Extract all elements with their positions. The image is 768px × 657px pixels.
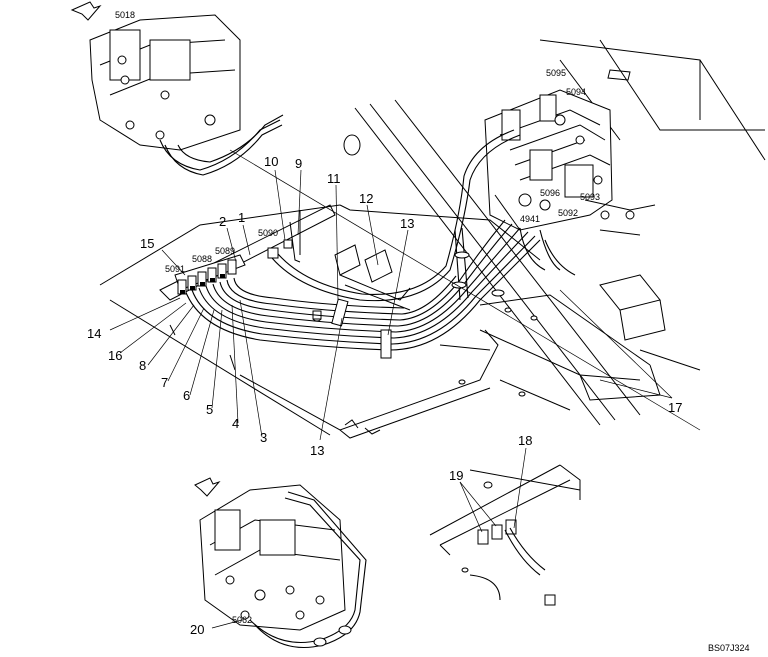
callout-7: 7: [161, 375, 168, 390]
callout-2: 2: [219, 214, 226, 229]
callout-14: 14: [87, 326, 101, 341]
callout-4: 4: [232, 416, 239, 431]
callout-19: 19: [449, 468, 463, 483]
callouts: 1 2 3 4 5 6 7 8 9 10 11 12 13 13 14 15 1…: [87, 154, 682, 637]
callout-15: 15: [140, 236, 154, 251]
callout-13-upper: 13: [400, 216, 414, 231]
svg-text:5093: 5093: [580, 192, 600, 202]
callout-17: 17: [668, 400, 682, 415]
svg-text:5090: 5090: [258, 228, 278, 238]
svg-text:5088: 5088: [192, 254, 212, 264]
callout-6: 6: [183, 388, 190, 403]
control-valve-main: 5095 5094 5093 5092 5096 4941: [484, 68, 656, 236]
svg-text:5095: 5095: [546, 68, 566, 78]
svg-text:4941: 4941: [520, 214, 540, 224]
callout-18: 18: [518, 433, 532, 448]
callout-8: 8: [139, 358, 146, 373]
svg-text:5096: 5096: [540, 188, 560, 198]
svg-text:5018: 5018: [115, 10, 135, 20]
callout-5: 5: [206, 402, 213, 417]
callout-12: 12: [359, 191, 373, 206]
inset-top-left: 5018: [70, 1, 701, 431]
callout-16: 16: [108, 348, 122, 363]
drawing-code: BS07J324: [708, 643, 750, 653]
leader-lines: [109, 169, 673, 629]
callout-10: 10: [264, 154, 278, 169]
inset-bottom-right: [429, 464, 581, 606]
svg-text:5062: 5062: [232, 615, 252, 625]
fitting-block: 5091 5088 5089 5090: [165, 228, 293, 295]
callout-1: 1: [238, 210, 245, 225]
pilot-hose-bundle: [184, 129, 576, 359]
callout-9: 9: [295, 156, 302, 171]
callout-3: 3: [260, 430, 267, 445]
callout-11: 11: [327, 171, 341, 186]
inset-bottom-center: 5062: [194, 477, 367, 649]
callout-13-lower: 13: [310, 443, 324, 458]
callout-20: 20: [190, 622, 204, 637]
svg-text:5094: 5094: [566, 87, 586, 97]
svg-text:5089: 5089: [215, 246, 235, 256]
svg-text:5091: 5091: [165, 264, 185, 274]
svg-text:5092: 5092: [558, 208, 578, 218]
